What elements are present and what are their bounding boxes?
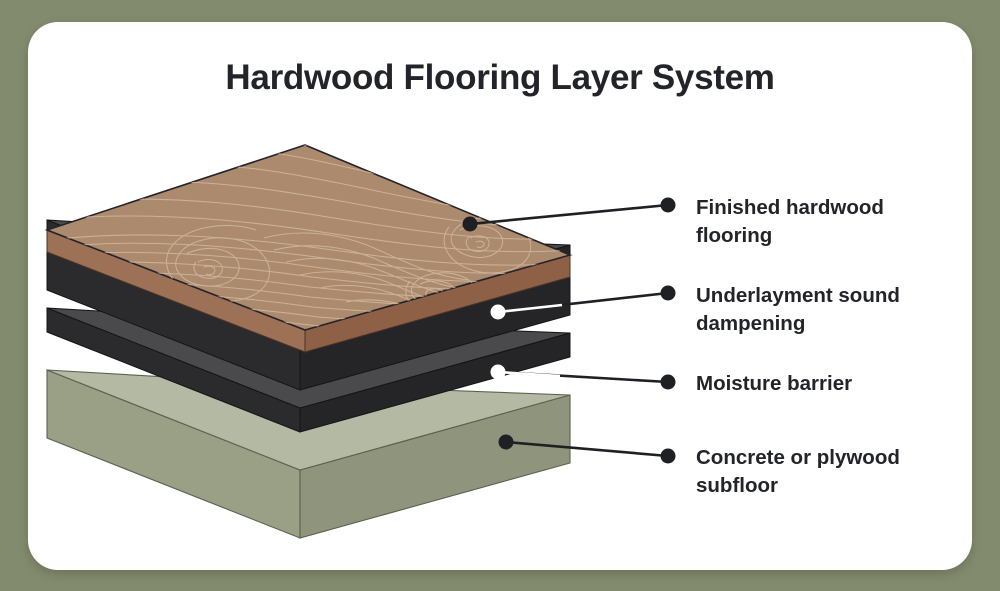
leader-dot-layer-moisture-barrier [490, 364, 506, 380]
leader-dot-layer-hardwood [462, 216, 478, 232]
callout-label-line: Moisture barrier [696, 372, 853, 395]
leader-finished-hardwood-flooring[interactable] [462, 197, 676, 232]
callout-label-line: Finished hardwood [696, 196, 884, 219]
callout-label-finished-hardwood-flooring: Finished hardwood flooring [696, 194, 966, 251]
callout-label-concrete-or-plywood-subfloor: Concrete or plywood subfloor [696, 444, 966, 501]
leader-dot-label-underlayment [660, 285, 676, 301]
callout-leaders [462, 197, 676, 464]
callout-label-moisture-barrier: Moisture barrier [696, 370, 966, 398]
layer-stack-illustration [44, 144, 676, 539]
callout-label-line: Underlayment sound [696, 284, 900, 307]
leader-underlayment-sound-dampening[interactable] [490, 285, 676, 320]
leader-dot-label-subfloor [660, 448, 676, 464]
page-title: Hardwood Flooring Layer System [225, 58, 775, 97]
callout-label-line: Concrete or plywood [696, 446, 900, 469]
leader-dot-label-moisture-barrier [660, 374, 676, 390]
callout-label-line: dampening [696, 312, 806, 336]
leader-moisture-barrier[interactable] [490, 364, 676, 390]
callout-label-line: subfloor [696, 474, 778, 498]
callout-label-underlayment-sound-dampening: Underlayment sound dampening [696, 282, 966, 339]
leader-dot-label-hardwood [660, 197, 676, 213]
diagram-card: Hardwood Flooring Layer System [28, 22, 972, 570]
leader-dot-layer-underlayment [490, 304, 506, 320]
callout-label-line: flooring [696, 224, 773, 248]
leader-dot-layer-subfloor [498, 434, 514, 450]
leader-concrete-or-plywood-subfloor[interactable] [498, 434, 676, 464]
